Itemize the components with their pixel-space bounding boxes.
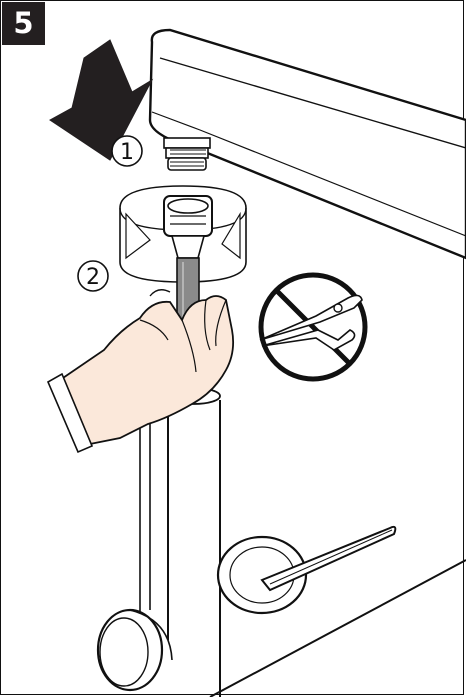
faucet-lever	[216, 525, 397, 615]
faucet-spout	[148, 28, 466, 260]
callout-1-label: 1	[120, 140, 134, 165]
arrow-down-icon	[49, 39, 154, 161]
callout-2: 2	[77, 260, 109, 292]
step-number-badge: 5	[2, 2, 45, 45]
no-pliers-icon	[258, 272, 368, 382]
callout-1: 1	[111, 135, 143, 167]
callout-2-label: 2	[86, 265, 100, 290]
faucet-base	[96, 608, 173, 692]
hand-illustration	[46, 289, 235, 454]
